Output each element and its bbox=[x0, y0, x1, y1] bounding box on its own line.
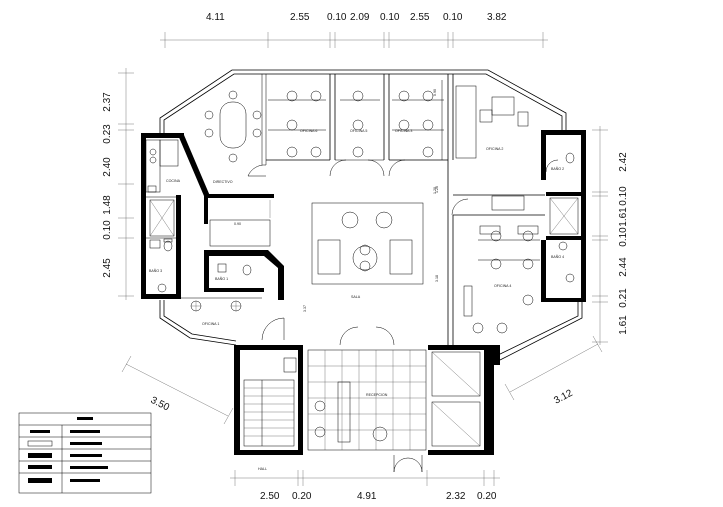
label-door-6: 0.90 bbox=[433, 89, 437, 96]
dim-top-3: 0.10 bbox=[327, 12, 347, 23]
dim-top-8: 3.82 bbox=[487, 12, 507, 23]
label-door-4: 3.18 bbox=[435, 275, 439, 282]
right-dimension-line: 2.42 0.10 1.61 0.10 2.44 0.21 1.61 bbox=[592, 126, 629, 345]
top-offices: OFICINA 6 OFICINA 5 OFICINA 3 1.20 0.90 bbox=[266, 74, 454, 194]
diagonal-dimension-right: 3.12 bbox=[504, 335, 603, 407]
sala-area: SALA 3.18 3.37 1.26 bbox=[303, 186, 439, 312]
top-office-chairs bbox=[286, 90, 434, 158]
dim-left-5: 0.10 bbox=[102, 220, 113, 240]
right-service-block: BAÑO 2 BAÑO 4 bbox=[541, 130, 586, 302]
room-label-hall: HALL bbox=[258, 467, 267, 471]
dim-left-2: 0.23 bbox=[102, 124, 113, 144]
dim-left-1: 2.37 bbox=[102, 92, 113, 112]
room-label-bano-2: BAÑO 2 bbox=[551, 166, 564, 171]
room-label-cocina: COCINA bbox=[166, 179, 181, 183]
recepcion-block: RECEPCION HALL bbox=[234, 326, 500, 473]
oficina-4: OFICINA 4 bbox=[447, 160, 540, 345]
bottom-dimension-line: 2.50 0.20 4.91 2.32 0.20 bbox=[230, 470, 500, 502]
dim-diagonal-right: 3.12 bbox=[552, 388, 575, 407]
room-label-bano-4: BAÑO 4 bbox=[551, 254, 564, 259]
left-service-block: COCINA BAÑO 3 bbox=[141, 133, 274, 299]
dim-bottom-1: 2.50 bbox=[260, 491, 280, 502]
room-label-sala: SALA bbox=[351, 295, 361, 299]
dim-left-6: 2.45 bbox=[102, 258, 113, 278]
dim-top-5: 0.10 bbox=[380, 12, 400, 23]
dim-right-7: 1.61 bbox=[618, 315, 629, 335]
room-label-recepcion: RECEPCION bbox=[366, 393, 388, 397]
label-door-5: 3.37 bbox=[303, 305, 307, 312]
directivo-office: DIRECTIVO bbox=[204, 74, 267, 184]
bano-1-block: BAÑO 1 0.90 bbox=[204, 200, 284, 300]
label-door-2: 0.90 bbox=[234, 222, 241, 226]
dim-left-3: 2.40 bbox=[102, 157, 113, 177]
dim-top-7: 0.10 bbox=[443, 12, 463, 23]
room-label-bano-3: BAÑO 3 bbox=[149, 268, 162, 273]
dim-left-4: 1.48 bbox=[102, 195, 113, 215]
room-label-oficina-1: OFICINA 1 bbox=[202, 322, 219, 326]
diagonal-dimension-left: 3.50 bbox=[121, 355, 234, 425]
reception-tiles bbox=[307, 349, 427, 451]
left-dimension-line: 2.37 0.23 2.40 1.48 0.10 2.45 bbox=[102, 68, 134, 300]
room-label-oficina-2: OFICINA 2 bbox=[486, 147, 503, 151]
oficina-1-chairs bbox=[190, 300, 242, 312]
oficina-1: OFICINA 1 bbox=[164, 297, 285, 341]
dim-right-6: 0.21 bbox=[618, 288, 629, 308]
room-label-bano-1: BAÑO 1 bbox=[215, 276, 228, 281]
dim-bottom-2: 0.20 bbox=[292, 491, 312, 502]
dim-top-2: 2.55 bbox=[290, 12, 310, 23]
dim-right-1: 2.42 bbox=[618, 152, 629, 172]
room-label-oficina-4: OFICINA 4 bbox=[494, 284, 511, 288]
dim-right-2: 0.10 bbox=[618, 186, 629, 206]
dim-bottom-3: 4.91 bbox=[357, 491, 377, 502]
oficina-2: OFICINA 2 bbox=[451, 85, 545, 216]
exterior-walls bbox=[159, 69, 583, 361]
dim-bottom-5: 0.20 bbox=[477, 491, 497, 502]
oficina-4-chairs bbox=[472, 230, 534, 334]
label-door-3: 1.20 bbox=[433, 187, 437, 194]
top-dimension-line: 4.11 2.55 0.10 2.09 0.10 2.55 0.10 3.82 bbox=[160, 12, 548, 48]
room-label-oficina-3: OFICINA 3 bbox=[395, 129, 412, 133]
dim-bottom-4: 2.32 bbox=[446, 491, 466, 502]
dim-top-4: 2.09 bbox=[350, 12, 370, 23]
legend-table bbox=[18, 412, 152, 494]
dim-right-4: 0.10 bbox=[618, 227, 629, 247]
stairs bbox=[243, 357, 297, 447]
dim-top-1: 4.11 bbox=[206, 12, 225, 23]
room-label-oficina-5: OFICINA 5 bbox=[350, 129, 367, 133]
room-label-oficina-6: OFICINA 6 bbox=[300, 129, 317, 133]
dim-top-6: 2.55 bbox=[410, 12, 430, 23]
dim-diagonal-left: 3.50 bbox=[149, 395, 172, 414]
room-label-directivo: DIRECTIVO bbox=[213, 180, 233, 184]
label-door-1: 1.26 bbox=[435, 186, 439, 193]
dim-right-5: 2.44 bbox=[618, 257, 629, 277]
dim-right-3: 1.61 bbox=[618, 207, 629, 227]
